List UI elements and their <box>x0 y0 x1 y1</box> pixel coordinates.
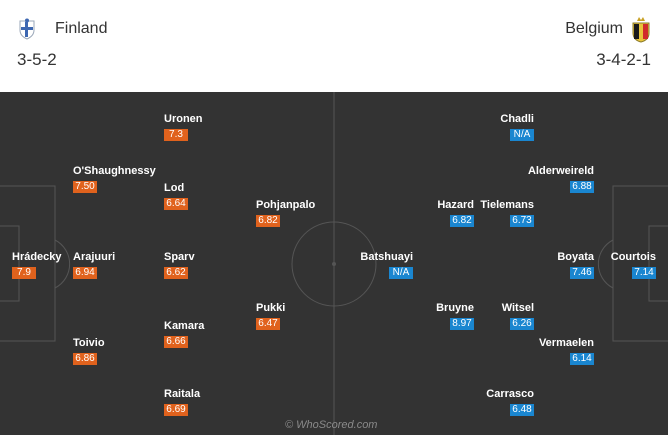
player-name: Vermaelen <box>538 337 594 349</box>
player-rating: 6.69 <box>164 404 188 416</box>
player-rating: 6.66 <box>164 336 188 348</box>
player-rating: 7.3 <box>164 129 188 141</box>
player-name: Pohjanpalo <box>256 199 316 211</box>
player-name: O'Shaughnessy <box>73 165 156 177</box>
watermark: © WhoScored.com <box>285 419 378 431</box>
away-team-name: Belgium <box>565 20 623 37</box>
player-rating: 6.62 <box>164 267 188 279</box>
home-team-name: Finland <box>55 20 108 37</box>
player-name: Chadli <box>500 113 534 125</box>
player-name: Arajuuri <box>73 251 116 263</box>
pitch-markings <box>0 92 668 435</box>
player-rating: 7.50 <box>73 181 97 193</box>
player-name: Toivio <box>73 337 105 349</box>
away-formation: 3-4-2-1 <box>596 50 651 69</box>
player-rating: 6.82 <box>256 215 280 227</box>
player-name: Boyata <box>557 251 594 263</box>
player-name: Kamara <box>164 320 205 332</box>
player-name: Lod <box>164 182 185 194</box>
player-name: Courtois <box>610 251 656 263</box>
player-name: Uronen <box>164 113 203 125</box>
player-rating: 6.94 <box>73 267 97 279</box>
finland-crest-icon <box>19 18 35 40</box>
home-formation: 3-5-2 <box>17 50 57 69</box>
player-rating: 6.64 <box>164 198 188 210</box>
player-rating: 8.97 <box>450 318 474 330</box>
player-name: Batshuayi <box>360 251 413 263</box>
player-rating: 6.14 <box>570 353 594 365</box>
player-name: Alderweireld <box>527 165 594 177</box>
player-name: Raitala <box>164 388 201 400</box>
player-rating: 6.48 <box>510 404 534 416</box>
player-name: Carrasco <box>486 388 534 400</box>
player-rating: 7.46 <box>570 267 594 279</box>
player-name: Hazard <box>437 199 474 211</box>
player-name: Bruyne <box>436 302 474 314</box>
player-rating: N/A <box>389 267 413 279</box>
player-rating: N/A <box>510 129 534 141</box>
player-name: Sparv <box>164 251 195 263</box>
belgium-crest-icon <box>632 17 650 43</box>
player-rating: 6.26 <box>510 318 534 330</box>
player-rating: 7.9 <box>12 267 36 279</box>
player-rating: 6.47 <box>256 318 280 330</box>
player-rating: 6.73 <box>510 215 534 227</box>
pitch: Uronen 7.3 O'Shaughnessy 7.50 Lod 6.64 P… <box>0 92 668 435</box>
player-rating: 6.88 <box>570 181 594 193</box>
player-name: Hrádecky <box>12 251 62 263</box>
match-header: Finland 3-5-2 Belgium 3-4-2-1 <box>0 0 668 92</box>
player-name: Witsel <box>501 302 534 314</box>
player-rating: 6.82 <box>450 215 474 227</box>
player-rating: 7.14 <box>632 267 656 279</box>
player-name: Tielemans <box>480 199 534 211</box>
player-rating: 6.86 <box>73 353 97 365</box>
player-name: Pukki <box>256 302 286 314</box>
